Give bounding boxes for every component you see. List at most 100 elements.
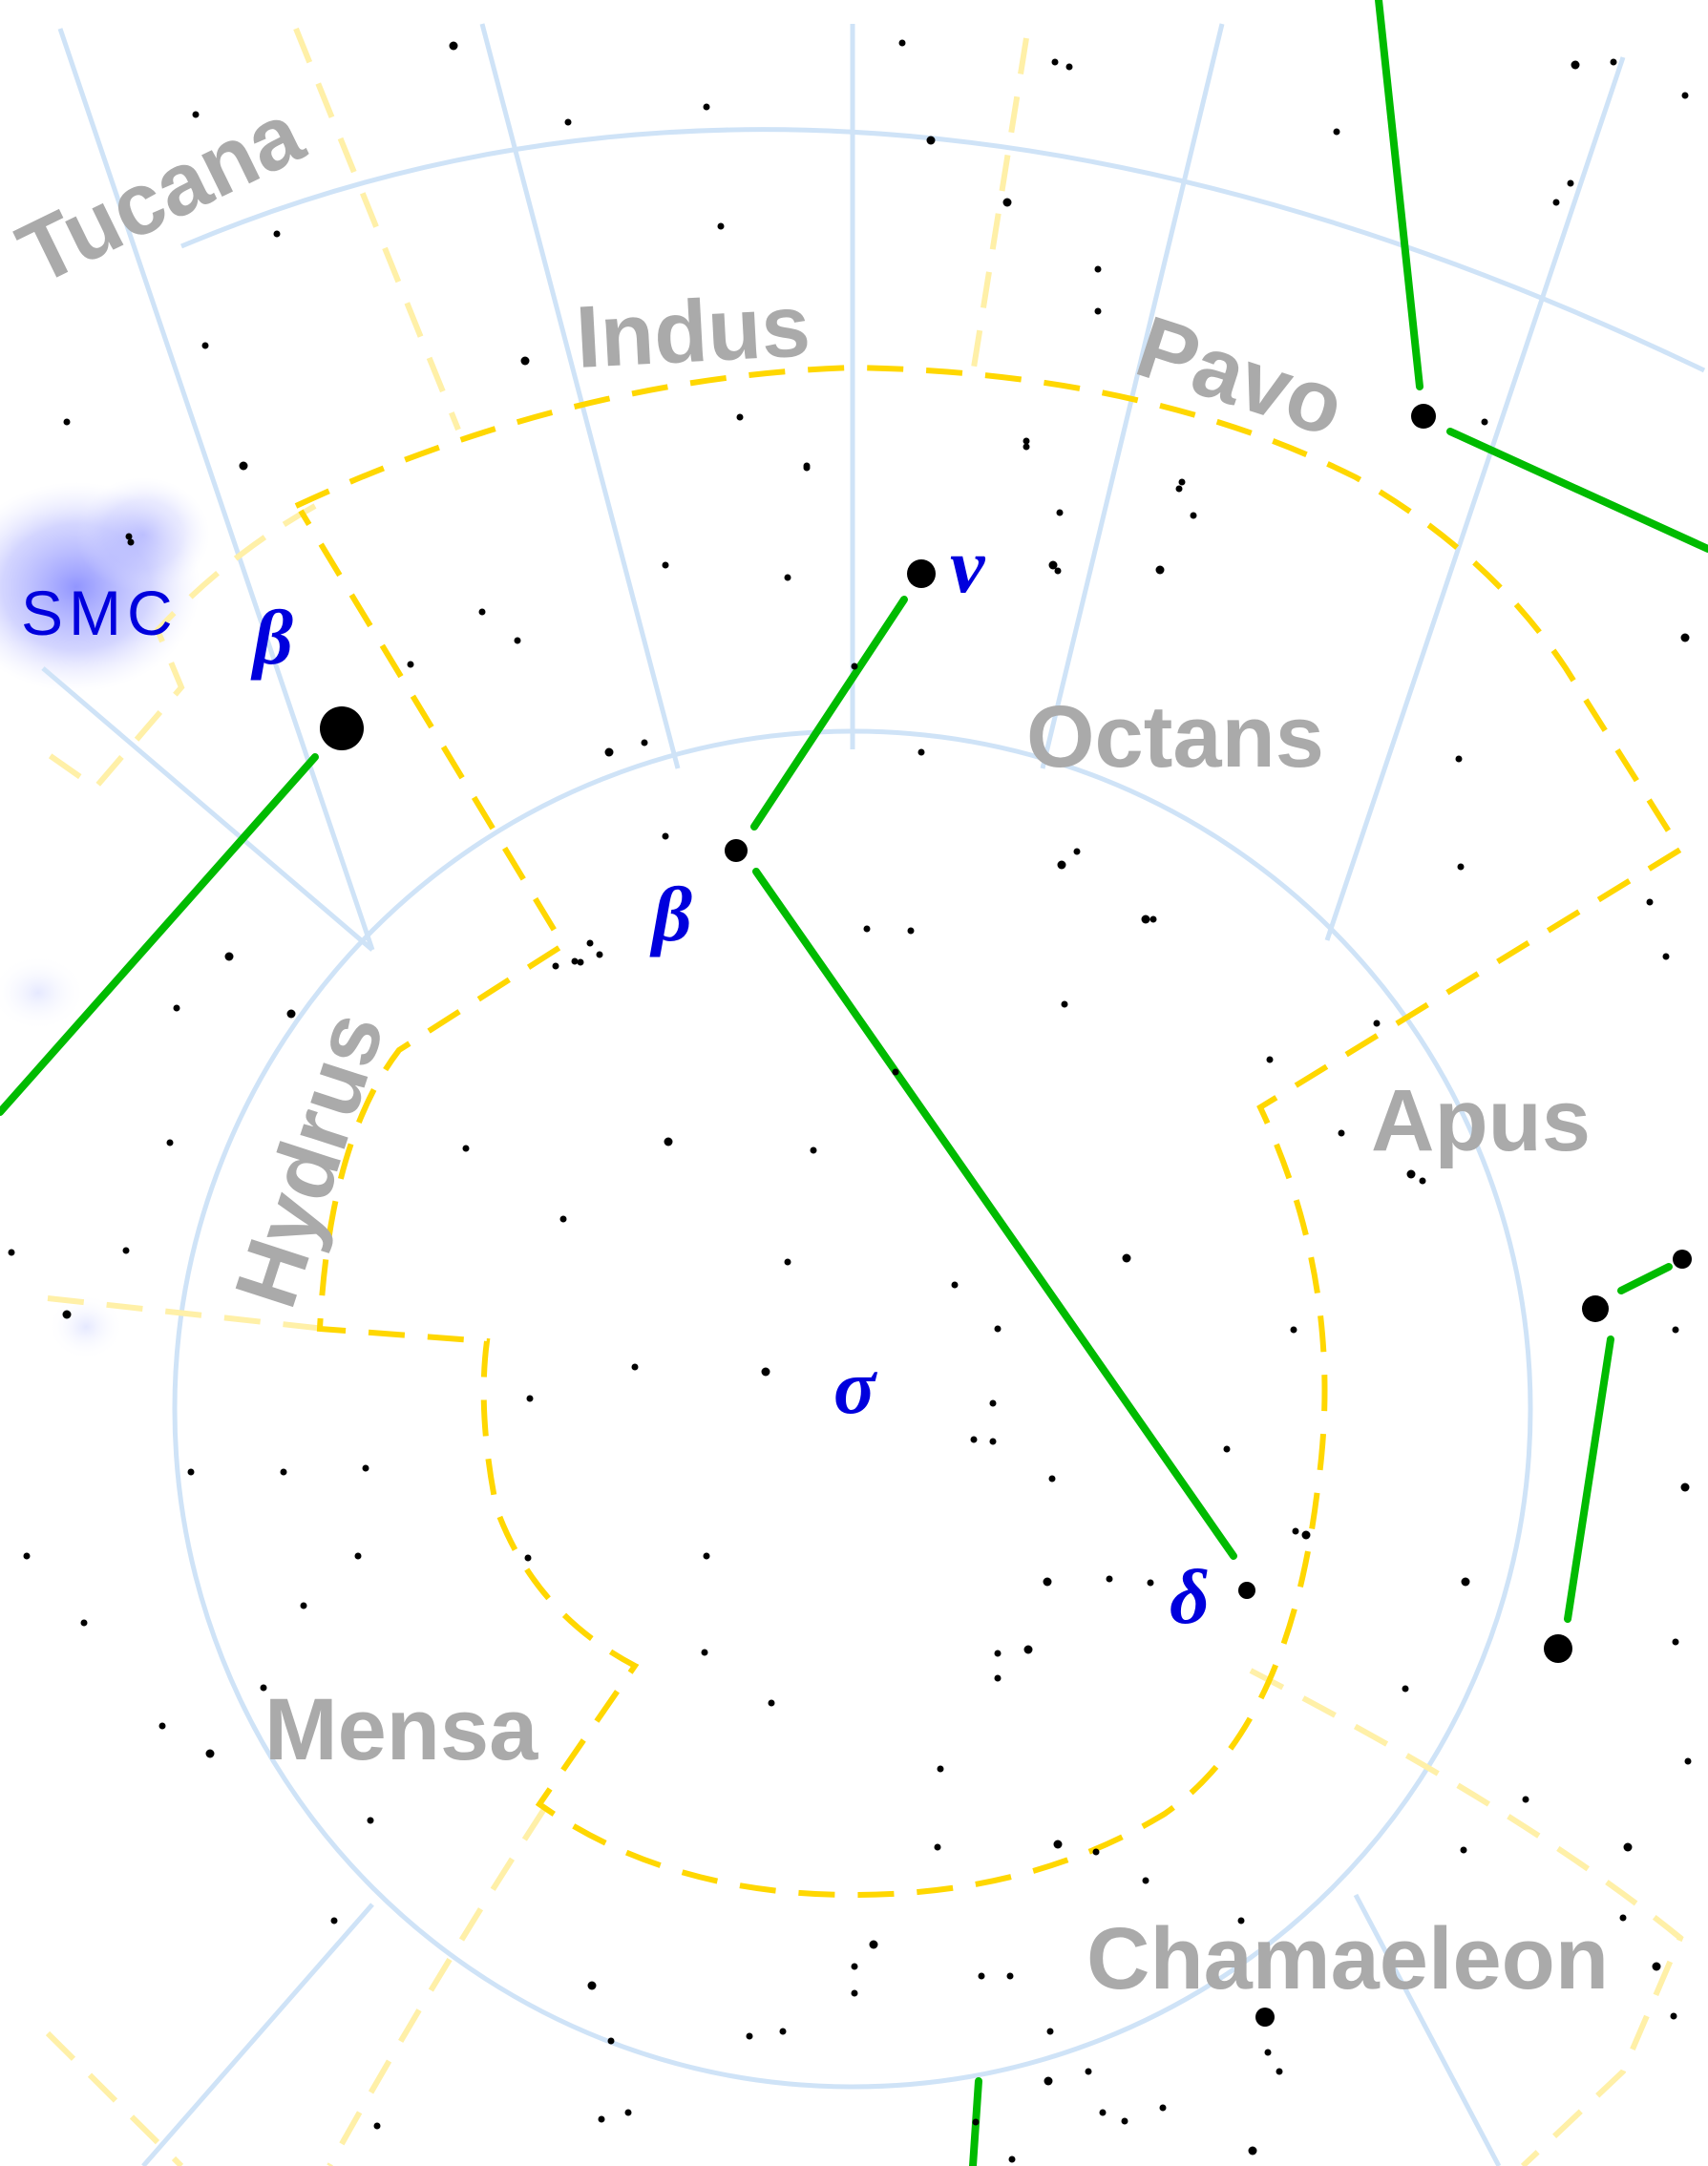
faint-star xyxy=(863,925,871,933)
faint-star xyxy=(1106,1575,1113,1583)
faint-star xyxy=(1065,63,1073,71)
faint-star xyxy=(1662,953,1670,960)
constellation-labels: Tucana Indus Pavo Octans Apus Hydrus Men… xyxy=(4,84,1609,2008)
faint-star xyxy=(1266,1056,1274,1063)
faint-star xyxy=(768,1699,775,1707)
faint-star xyxy=(803,462,811,470)
faint-star xyxy=(552,962,559,970)
star-pavo-vertex xyxy=(1411,404,1436,429)
faint-star xyxy=(1023,443,1030,451)
faint-star xyxy=(1406,1169,1416,1179)
star-nu-octantis xyxy=(907,559,936,588)
faint-star xyxy=(201,342,209,349)
faint-star xyxy=(810,1146,817,1154)
faint-star xyxy=(703,103,710,111)
faint-star xyxy=(1023,1645,1033,1654)
faint-star xyxy=(1646,898,1654,906)
faint-star xyxy=(1054,567,1062,575)
faint-star xyxy=(63,418,71,426)
faint-star xyxy=(362,1464,369,1472)
faint-star xyxy=(1248,2146,1257,2155)
faint-star xyxy=(514,637,521,644)
star-apus-2 xyxy=(1673,1250,1692,1269)
faint-star xyxy=(373,2122,381,2130)
faint-star xyxy=(478,608,486,616)
faint-star xyxy=(972,2118,980,2126)
star-labels: β ν β σ δ SMC xyxy=(21,522,1210,1640)
faint-star xyxy=(736,413,744,421)
faint-star xyxy=(1338,1129,1345,1137)
faint-star xyxy=(1122,1253,1131,1263)
faint-star xyxy=(1402,1685,1409,1693)
star-apus-3 xyxy=(1544,1634,1572,1663)
faint-star xyxy=(1175,485,1183,493)
faint-star xyxy=(367,1817,374,1824)
faint-star xyxy=(1301,1530,1311,1540)
faint-star xyxy=(1571,60,1580,70)
faint-star xyxy=(1623,1842,1633,1852)
faint-star xyxy=(1056,509,1064,516)
faint-star xyxy=(1178,478,1186,486)
label-nu-octantis: ν xyxy=(950,522,986,609)
faint-star xyxy=(937,1765,944,1773)
faint-star xyxy=(1085,2068,1092,2075)
faint-star xyxy=(898,39,906,47)
label-apus: Apus xyxy=(1371,1072,1591,1169)
faint-star xyxy=(1333,128,1340,136)
faint-star xyxy=(407,661,414,668)
faint-star xyxy=(564,118,572,126)
faint-star xyxy=(224,952,234,961)
faint-star xyxy=(917,748,925,756)
faint-star xyxy=(1552,199,1560,206)
faint-star xyxy=(641,739,648,747)
faint-star xyxy=(1061,1000,1068,1008)
faint-star xyxy=(23,1552,31,1560)
faint-star xyxy=(1619,1914,1627,1922)
faint-star xyxy=(1680,1483,1690,1492)
faint-star xyxy=(598,2115,605,2123)
faint-star xyxy=(746,2032,753,2040)
faint-star xyxy=(869,1940,878,1949)
faint-star xyxy=(851,1963,858,1970)
faint-star xyxy=(1522,1796,1529,1803)
faint-star xyxy=(1190,512,1197,519)
faint-star xyxy=(1481,418,1488,426)
label-delta-octantis: δ xyxy=(1170,1553,1210,1640)
faint-star xyxy=(892,1068,899,1076)
label-octans: Octans xyxy=(1026,688,1324,786)
faint-star xyxy=(127,538,135,546)
faint-star xyxy=(1672,1638,1679,1646)
faint-star xyxy=(784,574,791,581)
faint-star xyxy=(1094,265,1102,273)
faint-star xyxy=(1672,1326,1679,1334)
faint-stars xyxy=(8,39,1692,2163)
faint-star xyxy=(926,136,936,145)
faint-star xyxy=(978,1972,985,1980)
faint-star xyxy=(1264,2049,1272,2056)
faint-star xyxy=(624,2109,632,2116)
faint-star xyxy=(1002,198,1012,207)
faint-star xyxy=(1290,1326,1297,1334)
star-beta-octantis xyxy=(725,839,748,862)
faint-star xyxy=(586,939,594,947)
faint-star xyxy=(701,1649,708,1656)
faint-star xyxy=(994,1325,1002,1333)
faint-star xyxy=(286,1009,296,1019)
faint-star xyxy=(1223,1445,1231,1453)
faint-star xyxy=(1046,2028,1054,2035)
faint-star xyxy=(571,957,579,965)
faint-star xyxy=(1099,2109,1107,2116)
faint-star xyxy=(1008,2155,1016,2163)
faint-star xyxy=(1149,915,1157,923)
faint-star xyxy=(717,222,725,230)
faint-star xyxy=(604,747,614,757)
label-tucana: Tucana xyxy=(4,84,318,304)
faint-star xyxy=(577,958,584,966)
label-beta-octantis: β xyxy=(649,871,692,957)
faint-star xyxy=(631,1363,639,1371)
faint-star xyxy=(587,1981,597,1990)
faint-star xyxy=(703,1552,710,1560)
label-indus: Indus xyxy=(574,277,812,387)
faint-star xyxy=(166,1139,174,1146)
